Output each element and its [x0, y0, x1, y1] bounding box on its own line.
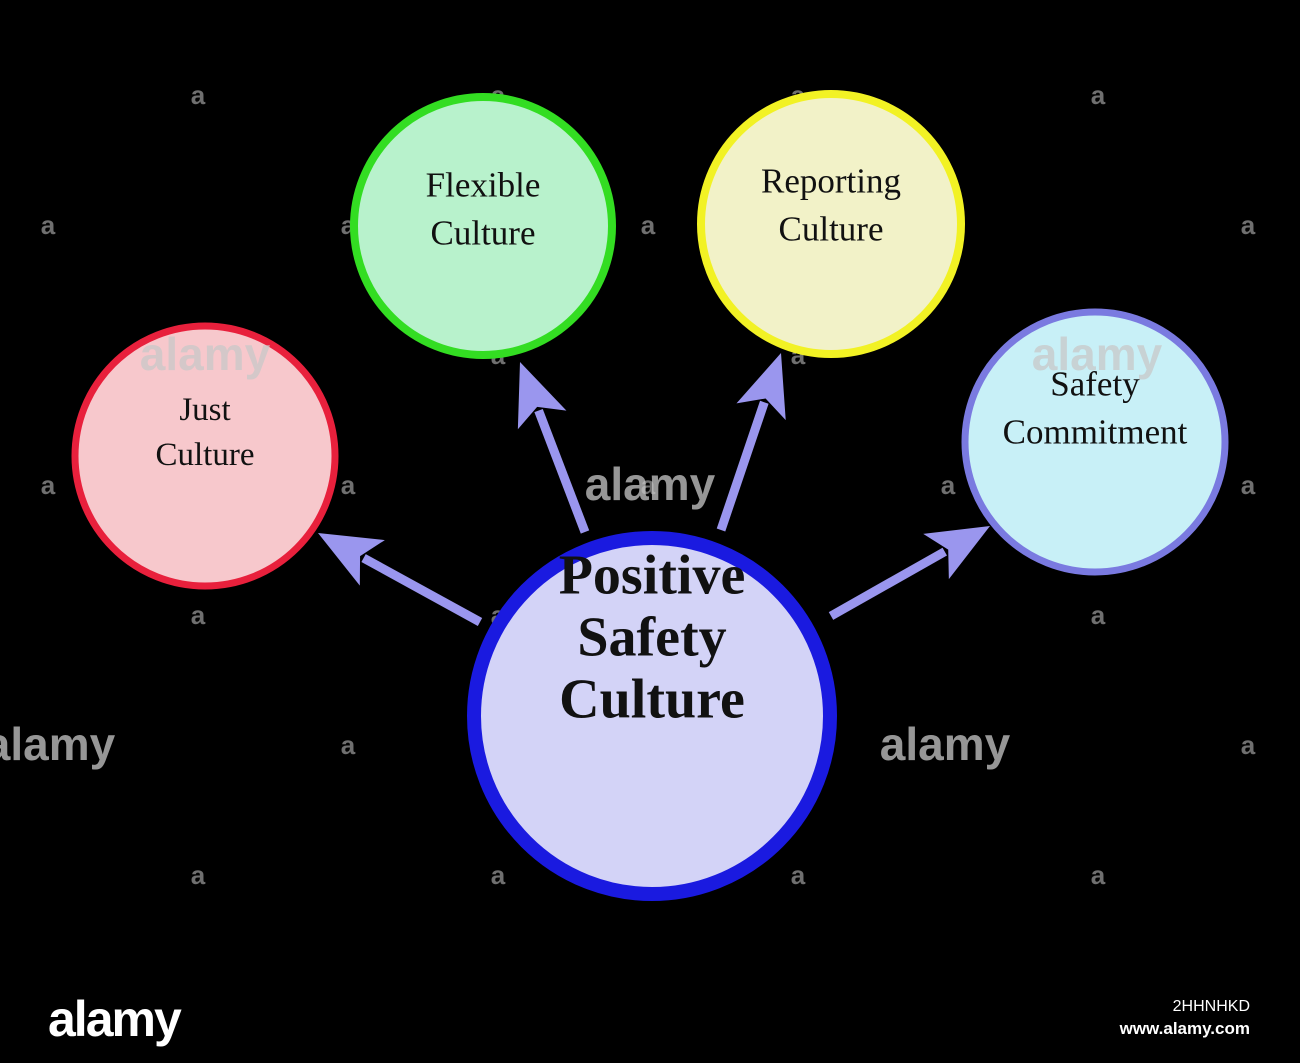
watermark-overlay: alamy alamy alamy [140, 328, 1163, 510]
footer-url: www.alamy.com [1119, 1019, 1250, 1038]
watermark-letter: a [791, 860, 806, 890]
node-reporting-culture-circle [697, 90, 965, 358]
footer-id: 2HHNHKD www.alamy.com [1120, 996, 1250, 1040]
node-just-culture-circle [71, 322, 339, 590]
node-center-positive-safety-culture-label-line: Safety [577, 607, 726, 669]
arrow-to-flexible-culture [517, 362, 590, 534]
watermark-letter: a [1091, 600, 1106, 630]
node-flexible-culture-label-line: Flexible [426, 165, 541, 204]
node-center-positive-safety-culture-label-line: Positive [559, 545, 746, 607]
watermark-letter: a [491, 860, 506, 890]
watermark-letter: a [191, 600, 206, 630]
watermark-letter: a [1091, 860, 1106, 890]
arrow-to-just-culture [318, 533, 483, 626]
node-flexible-culture-circle [350, 93, 616, 359]
watermark-letter: a [1241, 210, 1256, 240]
arrow-to-safety-commitment [828, 526, 990, 620]
node-center-positive-safety-culture-label-line: Culture [559, 669, 745, 731]
watermark-letter: a [1091, 80, 1106, 110]
watermark-brand: alamy [585, 458, 716, 510]
watermark-letter: a [41, 470, 56, 500]
watermark-brand: alamy [1032, 328, 1163, 380]
node-center-positive-safety-culture-circle [467, 531, 837, 901]
node-just-culture-label-line: Just [179, 392, 230, 428]
arrow-to-reporting-culture [716, 353, 786, 532]
node-just-culture-label-line: Culture [156, 437, 255, 473]
node-flexible-culture-label-line: Culture [431, 213, 536, 252]
watermark-letter: a [341, 730, 356, 760]
node-safety-commitment-circle [961, 308, 1229, 576]
watermark-letter: a [641, 470, 656, 500]
watermark-letter: a [641, 210, 656, 240]
watermark-letter: a [941, 470, 956, 500]
footer-logo: alamy [48, 991, 182, 1047]
watermark-brand: alamy [0, 718, 116, 770]
node-reporting-culture-label-line: Reporting [761, 161, 901, 200]
arrows [318, 353, 990, 626]
watermark-letter: a [191, 80, 206, 110]
watermark-brand: alamy [880, 718, 1011, 770]
watermark-letter: a [341, 470, 356, 500]
nodes: JustCultureFlexibleCultureReportingCultu… [71, 90, 1229, 901]
watermark-letter: a [41, 210, 56, 240]
watermark-letter: a [191, 860, 206, 890]
watermark-letter: a [1241, 470, 1256, 500]
node-reporting-culture-label-line: Culture [779, 209, 884, 248]
node-safety-commitment-label-line: Commitment [1003, 412, 1188, 451]
watermark-letter: a [1241, 730, 1256, 760]
image-id: 2HHNHKD [1172, 998, 1250, 1015]
watermark-brand: alamy [140, 328, 271, 380]
node-safety-commitment-label-line: Safety [1050, 364, 1140, 403]
